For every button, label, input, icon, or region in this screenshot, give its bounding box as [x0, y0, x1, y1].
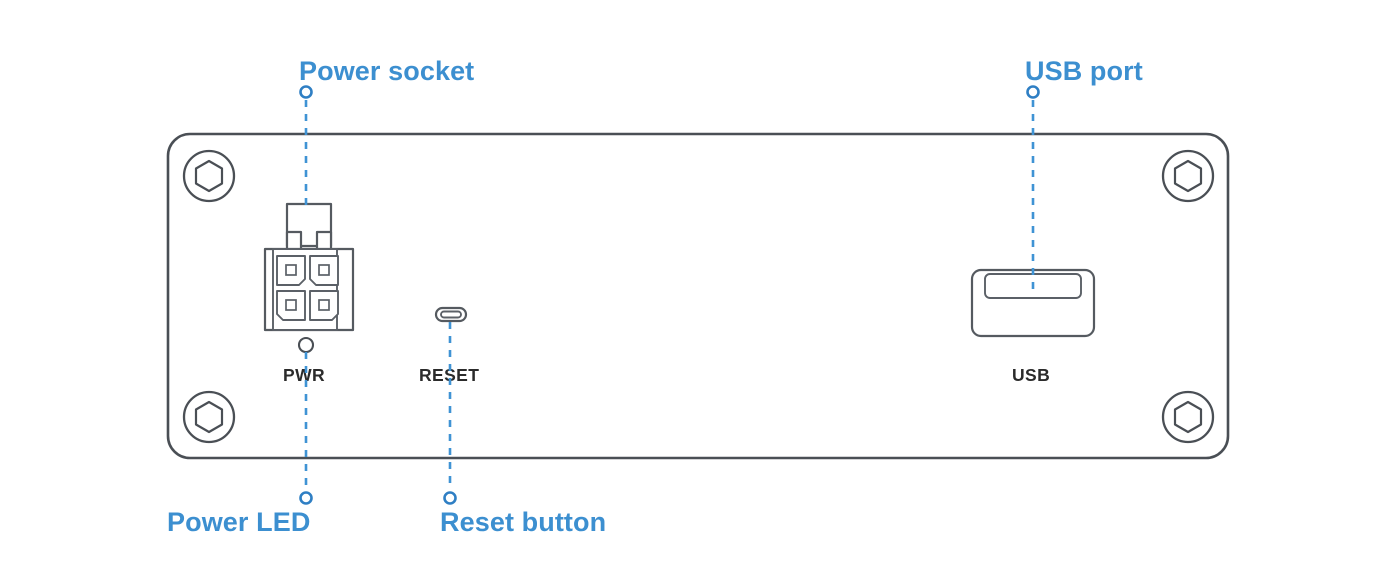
- hex-socket-icon: [1173, 400, 1203, 434]
- pin-contact-4: [318, 299, 330, 311]
- silkscreen-label-usb: USB: [1012, 365, 1050, 385]
- leader-anchor-dot: [299, 491, 313, 505]
- hex-socket-icon: [1173, 159, 1203, 193]
- reset-pill-inner: [440, 310, 462, 319]
- callout-label-power-socket: Power socket: [299, 56, 474, 86]
- hex-socket-icon: [194, 159, 224, 193]
- leader-anchor-dot: [299, 85, 313, 99]
- callout-leader-power-socket: [299, 85, 313, 212]
- callout-leader-power-led: [299, 352, 313, 505]
- callout-leader-usb-port: [1026, 85, 1040, 290]
- leader-anchor-dot: [443, 491, 457, 505]
- callout-label-power-led: Power LED: [167, 507, 310, 537]
- power-led-indicator: [297, 336, 315, 354]
- leader-anchor-dot: [1026, 85, 1040, 99]
- power-socket-connector[interactable]: [263, 202, 355, 332]
- screw-top-right: [1161, 149, 1215, 203]
- silkscreen-label-reset: RESET: [419, 365, 479, 385]
- screw-top-left: [182, 149, 236, 203]
- callout-leader-reset-button: [443, 322, 457, 505]
- callout-label-usb-port: USB port: [1025, 56, 1143, 86]
- hex-socket-icon: [194, 400, 224, 434]
- usb-port-connector[interactable]: [970, 268, 1096, 338]
- screw-bottom-left: [182, 390, 236, 444]
- chassis-panel: [166, 132, 1230, 460]
- callout-label-reset-button: Reset button: [440, 507, 606, 537]
- connector-latch-leg-right: [315, 230, 333, 252]
- panel-outline: [166, 132, 1230, 460]
- screw-bottom-right: [1161, 390, 1215, 444]
- pin-contact-3: [285, 299, 297, 311]
- reset-button-port[interactable]: [434, 306, 468, 323]
- silkscreen-label-pwr: PWR: [283, 365, 325, 385]
- pin-contact-1: [285, 264, 297, 276]
- pin-contact-2: [318, 264, 330, 276]
- connector-latch-leg-left: [285, 230, 303, 252]
